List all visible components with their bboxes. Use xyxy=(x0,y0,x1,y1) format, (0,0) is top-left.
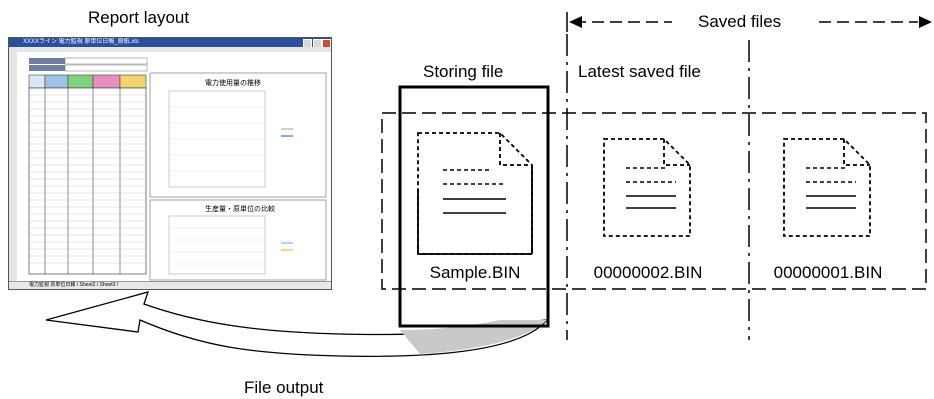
latest-saved-file-label: Latest saved file xyxy=(578,62,701,81)
sheet-tab-bar[interactable]: 電力監視 原単位日報 / Sheet2 / Sheet3 / xyxy=(9,281,331,289)
file-name-00000001: 00000001.BIN xyxy=(773,263,883,282)
chart2-title: 生産量・原単位の比較 xyxy=(205,206,275,213)
sheet-tab-label: 電力監視 原単位日報 / Sheet2 / Sheet3 / xyxy=(29,282,119,288)
files-region xyxy=(381,112,927,290)
document-icon-sample xyxy=(417,132,533,255)
report-spreadsheet-thumbnail: XXXXライン 電力監視 原単位日報_原紙.xls xyxy=(8,37,332,290)
storing-file-box xyxy=(398,85,550,328)
output-arrow-shade xyxy=(400,320,547,354)
report-layout-label: Report layout xyxy=(88,8,190,27)
spreadsheet-title-text: XXXXライン 電力監視 原単位日報_原紙.xls xyxy=(23,39,139,45)
saved-files-label: Saved files xyxy=(694,12,786,32)
spreadsheet-title-bar: XXXXライン 電力監視 原単位日報_原紙.xls xyxy=(9,38,331,47)
file-output-label: File output xyxy=(244,378,324,397)
spreadsheet-grid xyxy=(9,47,331,282)
file-name-00000002: 00000002.BIN xyxy=(593,263,703,282)
file-name-sample: Sample.BIN xyxy=(429,263,521,282)
saved-files-arrow xyxy=(566,12,932,32)
chart1-title: 電力使用量の推移 xyxy=(205,80,261,87)
document-icon-00000001 xyxy=(783,138,871,237)
storing-file-label: Storing file xyxy=(423,62,504,81)
document-icon-00000002 xyxy=(603,138,691,237)
